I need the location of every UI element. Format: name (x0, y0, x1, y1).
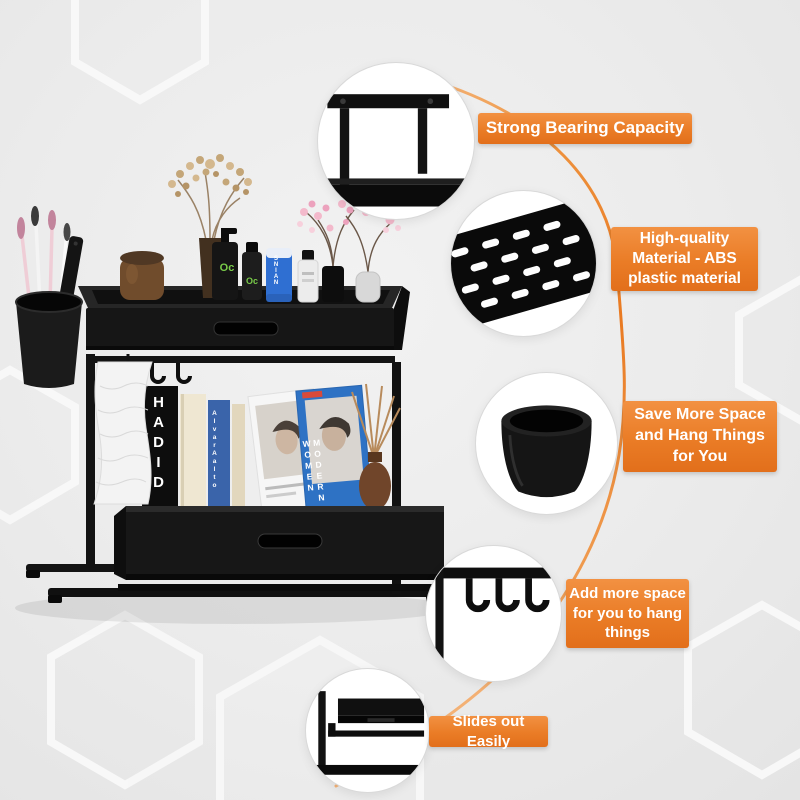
hanging-hooks-icon (428, 567, 559, 660)
callout-circle-material (450, 190, 597, 337)
hanging-cup-icon (501, 405, 592, 498)
feature-label-material: High-quality Material - ABS plastic mate… (611, 227, 758, 291)
pump-bottle (212, 228, 238, 300)
feature-label-hooks: Add more space for you to hang things (566, 579, 689, 648)
brown-jar (120, 251, 164, 300)
cosmetic-bottle (242, 242, 262, 300)
callout-circle-slide (305, 668, 430, 793)
feature-label-hang-cup: Save More Space and Hang Things for You (623, 401, 777, 472)
frame-corner-icon (318, 94, 474, 207)
perforated-panel-icon (451, 197, 596, 330)
dried-flowers (168, 154, 252, 298)
hanging-towel (93, 354, 153, 505)
white-bottle (297, 250, 319, 303)
s-hook (150, 363, 166, 384)
feature-label-bearing: Strong Bearing Capacity (478, 113, 692, 144)
brush-cup (15, 206, 84, 388)
feature-label-slide: Slides out Easily (429, 713, 548, 750)
s-hook (176, 363, 192, 384)
product-bottom-basket (114, 506, 452, 591)
callout-circle-hooks (425, 545, 562, 682)
callout-circle-bearing (317, 62, 475, 220)
blue-tube (266, 248, 292, 302)
product-bottom-basket-contents (142, 383, 401, 523)
sliding-basket-icon (310, 691, 425, 775)
callout-circle-hang-cup (475, 372, 618, 515)
